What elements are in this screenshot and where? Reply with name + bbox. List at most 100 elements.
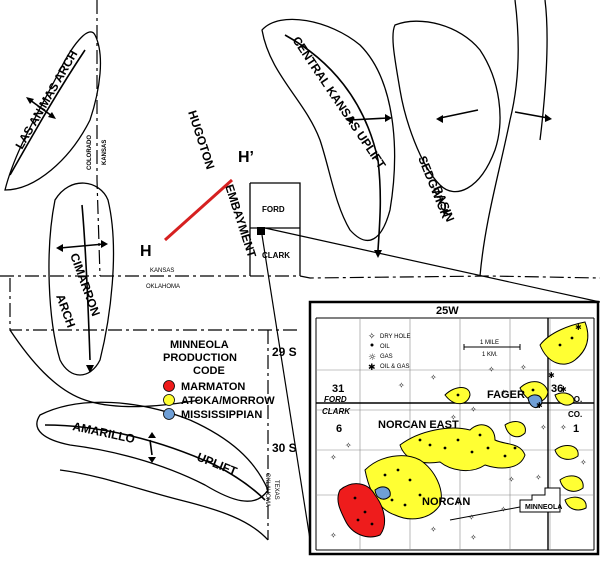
- svg-text:✧: ✧: [560, 423, 567, 432]
- svg-text:✧: ✧: [450, 413, 457, 422]
- svg-text:✱: ✱: [368, 363, 376, 373]
- section-1: 1: [573, 423, 579, 435]
- cimarron-axis: [81, 204, 91, 361]
- legend-title-1: MINNEOLA: [170, 339, 229, 351]
- svg-text:✧: ✧: [468, 513, 475, 522]
- svg-text:✧: ✧: [508, 475, 515, 484]
- township-30s: 30 S: [272, 441, 297, 455]
- cimarron-arch-label: ARCH: [53, 292, 78, 329]
- amarillo-uplift-outline: [36, 401, 269, 502]
- kansas-vertical-label: KANSAS: [102, 140, 108, 165]
- field-ne-strip: [554, 392, 575, 406]
- section-6: 6: [336, 423, 342, 435]
- amarillo-label: AMARILLO: [71, 419, 136, 446]
- svg-text:✧: ✧: [470, 533, 477, 542]
- svg-text:☼: ☼: [368, 353, 376, 363]
- inset-clark-label: CLARK: [322, 407, 351, 416]
- location-marker: [257, 227, 265, 235]
- central-kansas-uplift-label: CENTRAL KANSAS UPLIFT: [290, 34, 389, 172]
- svg-text:✧: ✧: [455, 498, 462, 507]
- ford-county-label: FORD: [262, 205, 285, 214]
- field-northeast: [539, 321, 589, 365]
- well-legend-dry-hole: DRY HOLE: [380, 334, 410, 340]
- production-legend: MINNEOLA PRODUCTION CODE MARMATON ATOKA/…: [163, 339, 275, 421]
- well-legend-oil: OIL: [380, 344, 390, 350]
- uplift-label: UPLIFT: [195, 450, 240, 479]
- structures: [4, 0, 548, 541]
- central-kansas-uplift-outline: [261, 18, 396, 242]
- svg-text:✧: ✧: [500, 505, 507, 514]
- east-boundary-2: [539, 0, 548, 141]
- svg-text:✧: ✧: [398, 381, 405, 390]
- cimarron-arch-outline: [48, 182, 115, 376]
- inset-map: 25W ✧ DRY HOLE OIL ☼ GAS ✱ OIL & GAS: [308, 300, 600, 556]
- legend-title-3: CODE: [193, 365, 225, 377]
- central-kansas-axis: [284, 34, 382, 251]
- field-east-small: [554, 444, 579, 460]
- dry-holes: ✧✧✧ ✧✧✧ ✧✧✧ ✧✧✧ ✧✧✧ ✧✧✧ ✧✧: [330, 363, 587, 542]
- town-label-minneola: MINNEOLA: [525, 504, 562, 511]
- legend-atoka-morrow-swatch: [163, 394, 175, 406]
- well-legend-gas: GAS: [380, 354, 393, 360]
- well-legend: ✧ DRY HOLE OIL ☼ GAS ✱ OIL & GAS: [368, 332, 410, 373]
- legend-mississippian-label: MISSISSIPPIAN: [181, 409, 262, 421]
- hugoton-label: HUGOTON: [185, 109, 217, 171]
- inset-range-label: 25W: [436, 305, 459, 317]
- field-southeast-a: [559, 475, 584, 492]
- field-label-norcan: NORCAN: [422, 496, 470, 508]
- sedgwick-basin-outline: [392, 20, 501, 193]
- svg-text:✧: ✧: [368, 332, 376, 342]
- counties: FORD CLARK: [257, 205, 600, 553]
- svg-text:✱: ✱: [536, 401, 543, 410]
- structure-axes: [9, 34, 552, 501]
- field-label-norcan-east: NORCAN EAST: [378, 419, 459, 431]
- oklahoma-border-label: OKLAHOMA: [146, 284, 180, 290]
- svg-text:✧: ✧: [488, 365, 495, 374]
- svg-text:✧: ✧: [430, 525, 437, 534]
- svg-text:✧: ✧: [580, 458, 587, 467]
- field-norcan-east-spur: [504, 421, 526, 438]
- kansas-border-label: KANSAS: [150, 268, 174, 274]
- cross-section: H H’: [140, 149, 254, 260]
- oklahoma-vertical-label: OKLAHOMA: [264, 473, 270, 507]
- south-curve: [59, 469, 269, 541]
- svg-text:✧: ✧: [330, 531, 337, 540]
- inset-co-label-1: CO.: [568, 395, 582, 404]
- scale-bar: 1 MILE 1 KM.: [463, 340, 521, 358]
- embayment-label: EMBAYMENT: [222, 183, 259, 260]
- section-end-label: H’: [238, 149, 254, 166]
- svg-text:✱: ✱: [575, 323, 582, 332]
- las-animas-arch-label: LAS ANIMAS ARCH: [12, 48, 80, 152]
- legend-title-2: PRODUCTION: [163, 352, 237, 364]
- east-boundary-1: [479, 0, 519, 277]
- field-norcan-east: [399, 424, 526, 472]
- field-label-fager: FAGER: [487, 389, 525, 401]
- field-southeast-b: [564, 496, 587, 511]
- las-animas-arch-outline: [4, 31, 102, 191]
- texas-vertical-label: TEXAS: [273, 480, 279, 500]
- svg-text:✧: ✧: [540, 423, 547, 432]
- svg-text:✧: ✧: [330, 453, 337, 462]
- oil-gas-wells: ✱ ✱ ✱ ✱: [536, 323, 582, 410]
- svg-text:✱: ✱: [548, 371, 555, 380]
- legend-atoka-morrow-label: ATOKA/MORROW: [181, 395, 275, 407]
- amarillo-axis: [44, 424, 266, 501]
- legend-mississippian-swatch: [163, 408, 175, 420]
- inset-ford-label: FORD: [324, 395, 347, 404]
- inset-co-label-2: CO.: [568, 410, 582, 419]
- svg-text:✧: ✧: [470, 405, 477, 414]
- section-start-label: H: [140, 243, 152, 260]
- legend-marmaton-swatch: [163, 380, 175, 392]
- svg-text:✧: ✧: [345, 441, 352, 450]
- legend-marmaton-label: MARMATON: [181, 381, 245, 393]
- svg-text:✧: ✧: [520, 363, 527, 372]
- section-36: 36: [551, 383, 563, 395]
- svg-text:✧: ✧: [500, 388, 507, 397]
- well-symbols: [353, 336, 574, 526]
- clark-county-label: CLARK: [262, 251, 290, 260]
- svg-text:✧: ✧: [535, 473, 542, 482]
- svg-text:✱: ✱: [560, 385, 567, 394]
- colorado-label: COLORADO: [87, 135, 93, 170]
- scale-mile-label: 1 MILE: [480, 340, 499, 346]
